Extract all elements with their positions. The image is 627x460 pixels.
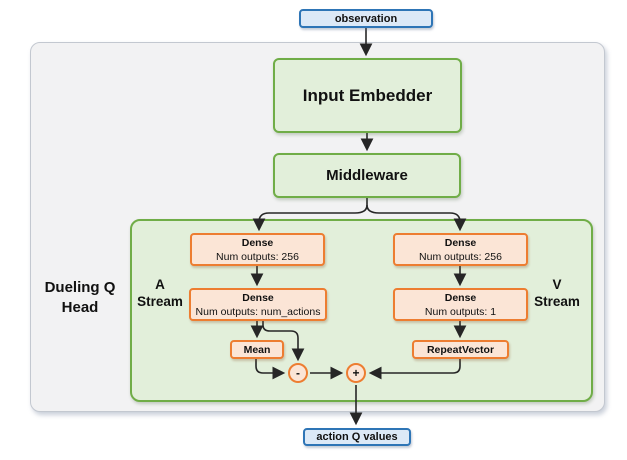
a-stream-label: A Stream	[137, 277, 183, 309]
input-embedder-block: Input Embedder	[273, 58, 462, 133]
plus-icon: +	[352, 365, 360, 380]
a-stream-dense-2: Dense Num outputs: num_actions	[189, 288, 327, 321]
middleware-label: Middleware	[326, 167, 408, 184]
add-op-node: +	[346, 363, 366, 383]
minus-icon: -	[296, 365, 300, 380]
dueling-q-head-label: Dueling Q Head	[44, 279, 116, 316]
v-stream-dense-1: Dense Num outputs: 256	[393, 233, 528, 266]
subtract-op-node: -	[288, 363, 308, 383]
input-embedder-label: Input Embedder	[302, 85, 433, 105]
action-q-values-node: action Q values	[303, 428, 411, 446]
a-stream-dense-1: Dense Num outputs: 256	[190, 233, 325, 266]
observation-label: observation	[334, 12, 398, 25]
middleware-block: Middleware	[273, 153, 461, 198]
observation-node: observation	[299, 9, 433, 28]
v-stream-dense-2: Dense Num outputs: 1	[393, 288, 528, 321]
v-stream-label: V Stream	[534, 277, 580, 309]
repeat-vector-block: RepeatVector	[412, 340, 509, 359]
action-q-values-label: action Q values	[316, 431, 398, 443]
mean-block: Mean	[230, 340, 284, 359]
